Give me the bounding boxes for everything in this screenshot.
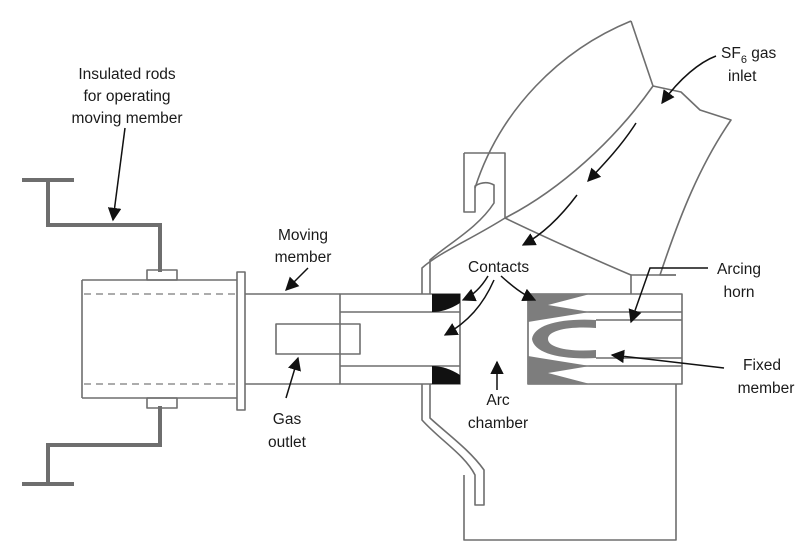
moving-member-label: Moving member	[275, 227, 332, 266]
moving-member-label-line-1: Moving	[278, 227, 328, 244]
gas-flow-arrow-1	[587, 122, 637, 182]
arc-chamber-label: Arc chamber	[468, 392, 528, 432]
gas-outlet-label-line-1: Gas	[273, 411, 302, 428]
sf6-subscript: 6	[741, 54, 747, 66]
gas-flow-arrow-2	[521, 194, 578, 246]
sf6-prefix: SF	[721, 45, 741, 62]
arcing-horn-label-line-1: Arcing	[717, 261, 761, 278]
sf6-suffix: gas	[747, 45, 777, 62]
contacts-pointer-arrow-left	[461, 275, 489, 302]
gas-outlet-pointer-arrow	[285, 356, 301, 399]
fixed-member-label-line-1: Fixed	[743, 357, 781, 374]
arcing-horn-label: Arcing horn	[717, 261, 761, 301]
insulated-rods-label: Insulated rods for operating moving memb…	[71, 66, 182, 127]
insulated-rod-top	[22, 178, 162, 272]
gas-outlet-label: Gas outlet	[268, 411, 307, 451]
contacts-label: Contacts	[468, 259, 529, 276]
insulated-rods-label-line-2: for operating	[83, 88, 170, 105]
moving-member-label-line-2: member	[275, 249, 332, 266]
insulated-rods-label-line-3: moving member	[71, 110, 182, 127]
moving-member-cylinder	[81, 271, 461, 411]
sf6-inlet-pointer-arrow	[661, 55, 717, 105]
contacts-pointer-arrow-right	[500, 275, 537, 302]
fixed-member-label-line-2: member	[738, 380, 795, 397]
fixed-member-label: Fixed member	[738, 357, 795, 397]
sf6-gas-inlet-label: SF6 gas inlet	[721, 45, 776, 85]
moving-contact-tip-bottom	[432, 366, 460, 384]
arcing-horn-pointer-arrow	[628, 267, 708, 324]
arc-chamber-label-line-1: Arc	[486, 392, 510, 409]
gas-outlet-label-line-2: outlet	[268, 434, 307, 451]
fixed-contact-fingers	[528, 294, 590, 384]
moving-member-pointer-arrow	[285, 267, 309, 291]
insulated-rod-bottom	[22, 406, 162, 486]
moving-contact-tip-top	[432, 294, 460, 312]
sf6-gas-label-line-1: SF6 gas	[721, 45, 776, 66]
arc-chamber-label-line-2: chamber	[468, 415, 528, 432]
insulated-rods-label-line-1: Insulated rods	[78, 66, 176, 83]
sf6-gas-label-line-2: inlet	[728, 68, 757, 85]
insulated-rods-pointer-arrow	[107, 127, 126, 222]
arcing-horn-label-line-2: horn	[723, 284, 754, 301]
arc-chamber-housing	[421, 20, 732, 541]
contacts-pointer-arrow-down	[443, 279, 495, 336]
fixed-member-pointer-arrow	[610, 349, 725, 369]
arcing-horn	[532, 319, 596, 359]
